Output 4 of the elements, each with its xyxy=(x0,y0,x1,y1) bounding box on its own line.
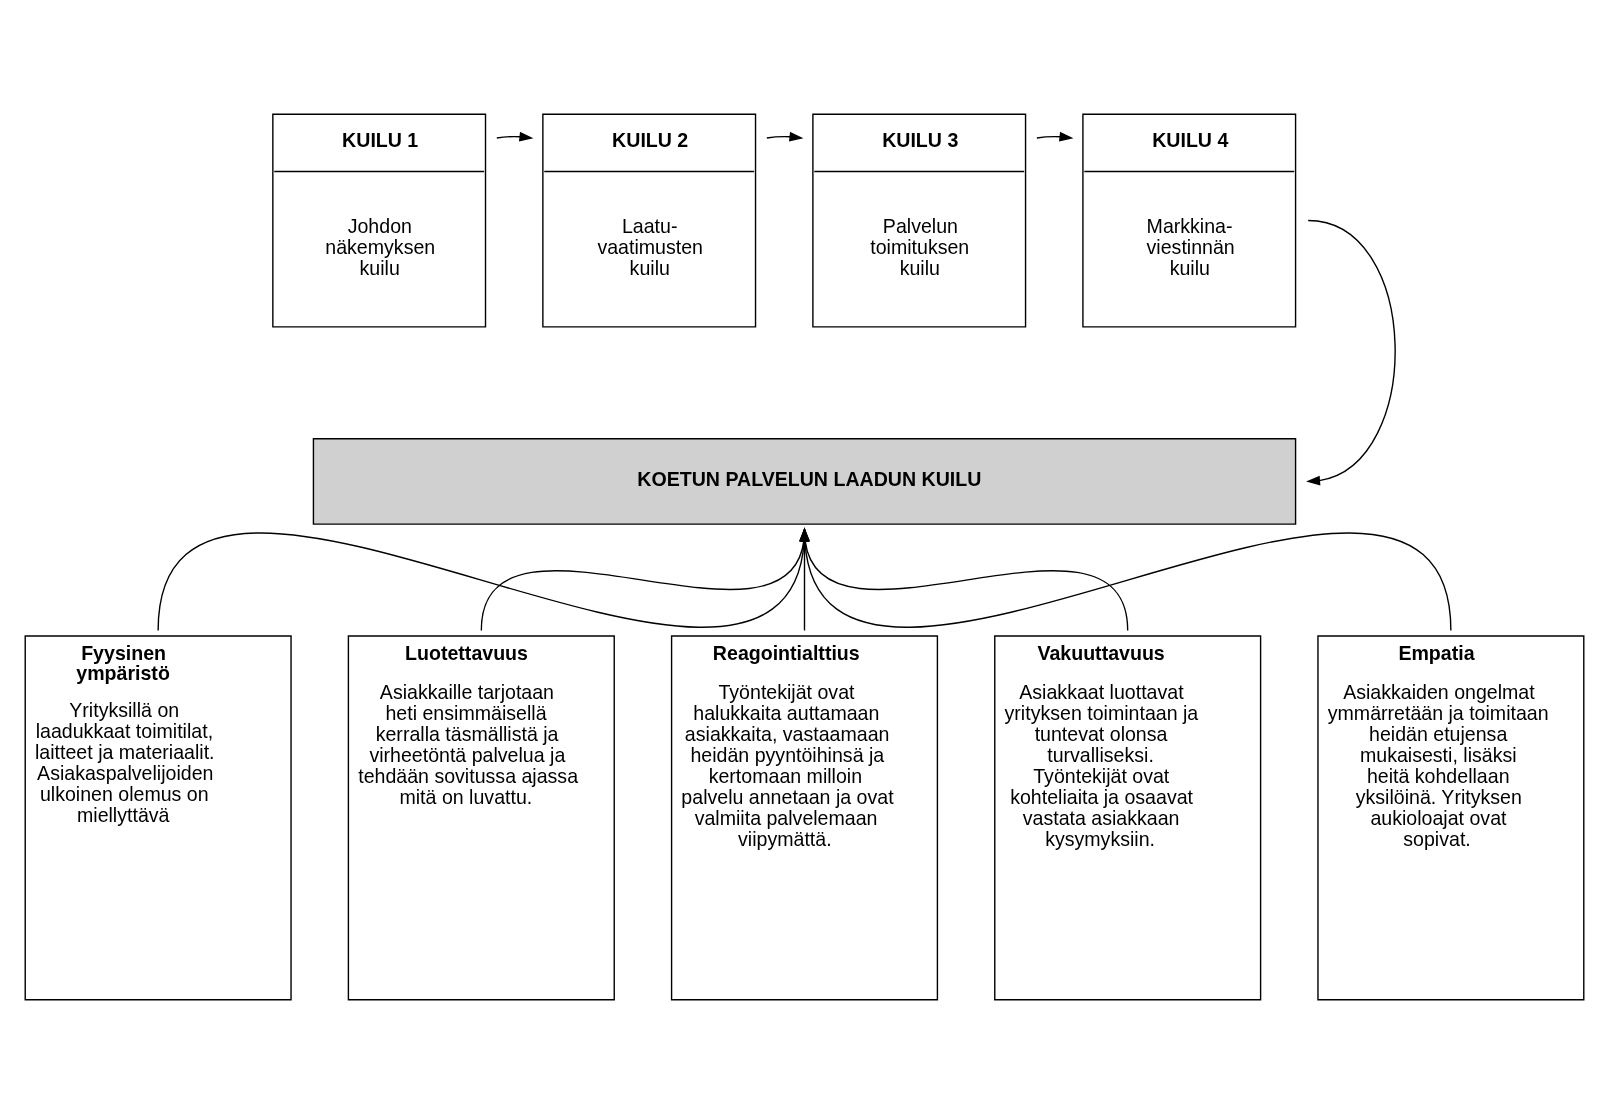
arrow xyxy=(496,131,534,142)
arrow xyxy=(1306,219,1396,485)
arrow xyxy=(766,131,804,142)
arrow xyxy=(1036,131,1074,142)
